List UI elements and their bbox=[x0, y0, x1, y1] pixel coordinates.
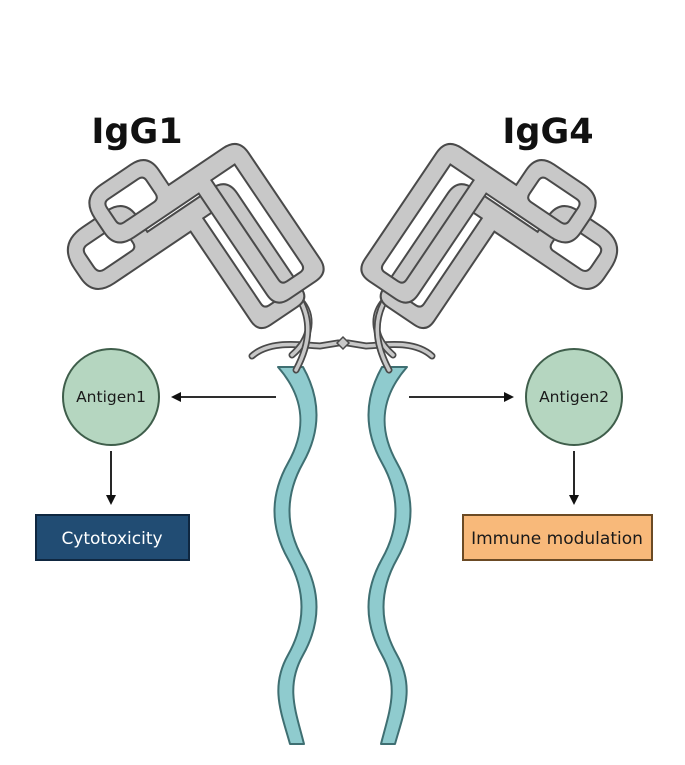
antigen1-node bbox=[62, 348, 160, 446]
antigen2-label: Antigen2 bbox=[539, 388, 609, 406]
igg4-fab-domain bbox=[360, 142, 619, 374]
cytotoxicity-label: Cytotoxicity bbox=[61, 529, 162, 549]
left-heavy-chain bbox=[273, 366, 318, 745]
igg1-label: IgG1 bbox=[91, 112, 182, 152]
igg4-label: IgG4 bbox=[502, 112, 593, 152]
igg1-fab-domain bbox=[66, 142, 325, 374]
antigen2-node bbox=[525, 348, 623, 446]
right-heavy-chain bbox=[367, 366, 412, 745]
cytotoxicity-box bbox=[35, 514, 190, 561]
antigen1-label: Antigen1 bbox=[76, 388, 146, 406]
immune-modulation-label: Immune modulation bbox=[471, 529, 643, 549]
immune-modulation-box bbox=[462, 514, 653, 561]
